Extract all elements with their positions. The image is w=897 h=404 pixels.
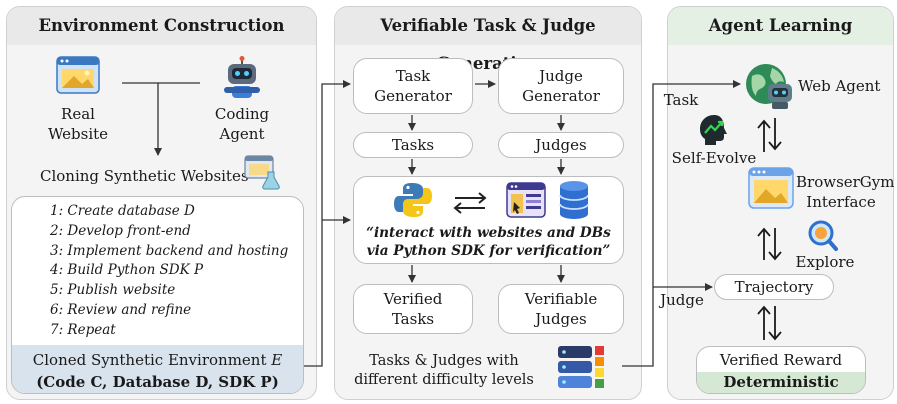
- steps-list: 1: Create database D 2: Develop front-en…: [50, 202, 288, 341]
- verification-quote: “interact with websites and DBs via Pyth…: [366, 225, 611, 259]
- coding-agent-label: Coding Agent: [214, 105, 270, 143]
- verified-reward-label: Verified Reward: [719, 351, 843, 369]
- python-icon: [394, 181, 432, 219]
- steps-box: 1: Create database D 2: Develop front-en…: [11, 196, 304, 394]
- judge-input-label: Judge: [660, 291, 704, 309]
- step-3: 3: Implement backend and hosting: [50, 242, 289, 259]
- explore-label: Explore: [795, 253, 855, 271]
- judges-box: Judges: [498, 132, 624, 158]
- cloning-synthetic-websites-label: Cloning Synthetic Websites: [40, 167, 249, 185]
- cloned-environment-line2: (Code C, Database D, SDK P): [36, 373, 279, 391]
- difficulty-levels-label: Tasks & Judges with different difficulty…: [354, 353, 534, 388]
- tasks-box: Tasks: [353, 132, 473, 158]
- task-generator-box: Task Generator: [353, 58, 473, 114]
- verified-tasks-box: Verified Tasks: [353, 284, 473, 334]
- step-4: 4: Build Python SDK P: [50, 262, 204, 279]
- website-dashboard-icon: [506, 182, 546, 218]
- task-judge-generation-title: Verifiable Task & Judge Generation: [335, 7, 641, 73]
- self-evolve-label: Self-Evolve: [671, 149, 757, 167]
- step-7: 7: Repeat: [50, 321, 116, 338]
- step-5: 5: Publish website: [50, 282, 176, 299]
- real-website-label: Real Website: [47, 105, 109, 143]
- server-stack-icon: [556, 344, 606, 390]
- browsergym-interface-label: BrowserGym Interface: [796, 173, 895, 211]
- agent-learning-title: Agent Learning: [668, 7, 893, 45]
- website-clone-icon: [244, 154, 280, 190]
- task-to-agent-arrow: [622, 80, 741, 367]
- environment-construction-title: Environment Construction: [7, 7, 316, 45]
- globe-robot-icon: [744, 62, 796, 110]
- website-icon: [56, 56, 100, 94]
- agent-loop-arrows: [757, 118, 782, 341]
- browser-window-icon: [748, 167, 794, 209]
- swap-arrows-icon: [451, 191, 489, 215]
- web-agent-label: Web Agent: [798, 77, 881, 95]
- cloned-environment-symbol: E: [271, 351, 283, 369]
- verifiable-judges-box: Verifiable Judges: [498, 284, 624, 334]
- step-6: 6: Review and refine: [50, 301, 192, 318]
- task-input-label: Task: [663, 91, 699, 109]
- brain-icon: [698, 113, 732, 147]
- cloned-environment-line1: Cloned Synthetic Environment E: [12, 349, 303, 371]
- verified-reward-box: Verified Reward Deterministic: [696, 346, 866, 394]
- deterministic-label: Deterministic: [697, 372, 865, 393]
- magnifier-icon: [808, 220, 838, 252]
- robot-icon: [220, 56, 264, 100]
- cloned-environment-box: Cloned Synthetic Environment E (Code C, …: [12, 345, 303, 393]
- cloned-environment-text: Cloned Synthetic Environment: [32, 351, 267, 369]
- trajectory-box: Trajectory: [714, 274, 834, 300]
- step-1: 1: Create database D: [50, 203, 195, 219]
- judge-generator-box: Judge Generator: [498, 58, 624, 114]
- database-icon: [558, 180, 590, 220]
- step-2: 2: Develop front-end: [50, 222, 191, 239]
- env-to-task-arrow: [304, 80, 351, 367]
